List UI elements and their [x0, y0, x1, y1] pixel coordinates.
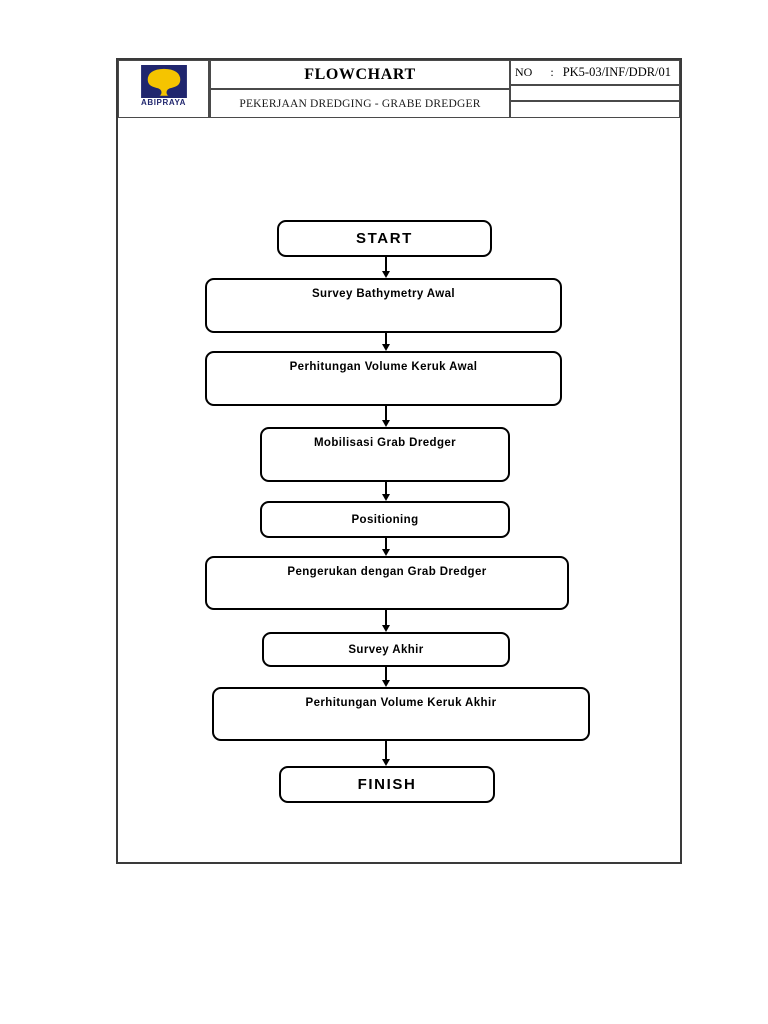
flow-node-label: START	[356, 230, 413, 247]
logo-wordmark: ABIPRAYA	[140, 98, 187, 107]
arrowhead-icon	[382, 344, 390, 351]
document-header-table: ABIPRAYA FLOWCHART PEKERJAAN DREDGING - …	[118, 60, 680, 118]
header-blank-row-1	[510, 85, 680, 101]
connector-line	[385, 538, 387, 550]
connector-mobilisasi-to-positioning	[382, 482, 390, 501]
arrowhead-icon	[382, 271, 390, 278]
flow-node-label: Perhitungan Volume Keruk Awal	[289, 361, 478, 373]
flow-node-label: FINISH	[357, 776, 417, 793]
connector-line	[385, 741, 387, 760]
flow-node-pengerukan[interactable]: Pengerukan dengan Grab Dredger	[205, 556, 569, 610]
flow-node-mobilisasi[interactable]: Mobilisasi Grab Dredger	[260, 427, 510, 482]
flow-node-vol-awal[interactable]: Perhitungan Volume Keruk Awal	[205, 351, 562, 406]
arrowhead-icon	[382, 759, 390, 766]
flow-node-survey-akhir[interactable]: Survey Akhir	[262, 632, 510, 667]
number-value: PK5-03/INF/DDR/01	[562, 65, 672, 79]
flow-node-label: Perhitungan Volume Keruk Akhir	[305, 697, 497, 709]
connector-line	[385, 333, 387, 345]
flow-node-label: Positioning	[351, 513, 419, 526]
connector-survey-akhir-to-vol-akhir	[382, 667, 390, 687]
document-subtitle: PEKERJAAN DREDGING - GRABE DREDGER	[239, 97, 481, 110]
arrowhead-icon	[382, 549, 390, 556]
flow-node-label: Mobilisasi Grab Dredger	[313, 437, 457, 449]
connector-start-to-survey-awal	[382, 257, 390, 278]
document-frame: ABIPRAYA FLOWCHART PEKERJAAN DREDGING - …	[116, 58, 682, 864]
flow-node-survey-awal[interactable]: Survey Bathymetry Awal	[205, 278, 562, 333]
arrowhead-icon	[382, 420, 390, 427]
connector-positioning-to-pengerukan	[382, 538, 390, 556]
flow-node-label: Survey Akhir	[348, 643, 424, 656]
connector-line	[385, 610, 387, 626]
connector-vol-akhir-to-finish	[382, 741, 390, 766]
flow-node-vol-akhir[interactable]: Perhitungan Volume Keruk Akhir	[212, 687, 590, 741]
document-title: FLOWCHART	[304, 65, 416, 83]
flow-node-label: Survey Bathymetry Awal	[311, 288, 456, 300]
flow-node-finish[interactable]: FINISH	[279, 766, 495, 803]
flow-node-label: Pengerukan dengan Grab Dredger	[287, 566, 487, 578]
connector-line	[385, 406, 387, 421]
header-logo-cell: ABIPRAYA	[118, 60, 210, 118]
header-blank-row-2	[510, 101, 680, 118]
header-title-cell: FLOWCHART	[210, 60, 510, 89]
abipraya-logo-icon	[140, 65, 187, 98]
connector-vol-awal-to-mobilisasi	[382, 406, 390, 427]
arrowhead-icon	[382, 680, 390, 687]
connector-line	[385, 482, 387, 495]
number-separator: :	[550, 65, 554, 79]
connector-line	[385, 257, 387, 272]
arrowhead-icon	[382, 494, 390, 501]
company-logo: ABIPRAYA	[127, 65, 201, 113]
header-subtitle-cell: PEKERJAAN DREDGING - GRABE DREDGER	[210, 89, 510, 118]
flow-node-positioning[interactable]: Positioning	[260, 501, 510, 538]
flow-node-start[interactable]: START	[277, 220, 492, 257]
connector-line	[385, 667, 387, 681]
arrowhead-icon	[382, 625, 390, 632]
header-number-cell: NO : PK5-03/INF/DDR/01	[510, 60, 680, 85]
number-label: NO	[515, 65, 533, 79]
connector-pengerukan-to-survey-akhir	[382, 610, 390, 632]
connector-survey-awal-to-vol-awal	[382, 333, 390, 351]
